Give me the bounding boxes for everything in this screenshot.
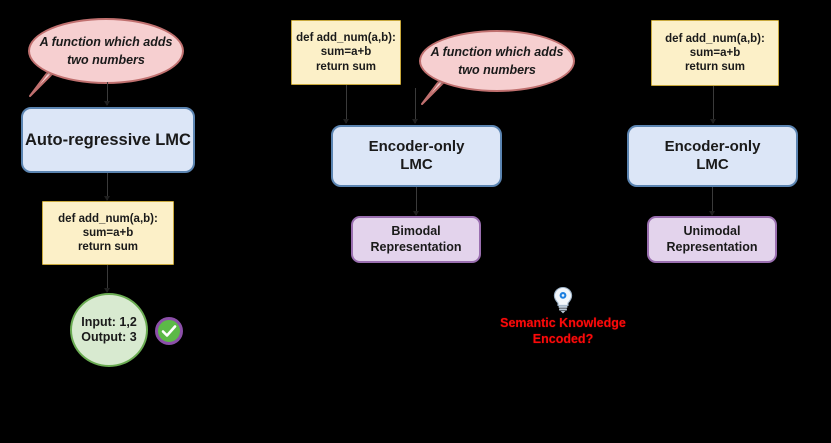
code-line-2: sum=a+b [320, 46, 372, 59]
arrowhead-left-model-top [104, 101, 110, 106]
model-label-line-1: Encoder-only [368, 137, 465, 155]
code-line-1: def add_num(a,b): [58, 212, 158, 225]
code-line-1: def add_num(a,b): [665, 32, 765, 45]
connector-left-model-to-code [107, 173, 108, 200]
speech-bubble-left: A function which adds two numbers [28, 18, 184, 97]
representation-box-bimodal: Bimodal Representation [351, 216, 481, 263]
code-line-2: sum=a+b [689, 46, 741, 59]
code-line-1: def add_num(a,b): [296, 32, 396, 45]
io-ellipse-left: Input: 1,2 Output: 3 [70, 293, 148, 367]
question-line-1: Semantic Knowledge [500, 316, 626, 330]
model-label-line-2: LMC [400, 156, 433, 173]
model-label-line-1: Encoder-only [664, 137, 761, 155]
code-line-3: return sum [77, 241, 139, 253]
lightbulb-icon [552, 286, 574, 319]
connector-middle-bubble-to-model [415, 88, 416, 123]
bubble-line-1: A function which adds [39, 34, 173, 49]
model-label-line-2: LMC [696, 156, 729, 173]
arrowhead-middle-model-top-left [343, 119, 349, 124]
arrowhead-middle-model-top-right [412, 119, 418, 124]
arrowhead-left-code-top [104, 196, 110, 201]
model-box-auto-regressive-label: Auto-regressive LMC [25, 130, 191, 149]
connector-left-code-to-io [107, 265, 108, 292]
rep-line-1: Bimodal [391, 224, 441, 239]
representation-box-unimodal: Unimodal Representation [647, 216, 777, 263]
connector-left-bubble-to-model [107, 82, 108, 105]
connector-middle-code-to-model [346, 85, 347, 123]
check-circle-icon [155, 317, 183, 345]
bubble-line-2: two numbers [67, 53, 145, 67]
rep-line-2: Representation [666, 239, 758, 254]
speech-bubble-middle-text: A function which adds two numbers [419, 30, 575, 92]
arrowhead-left-io-top [104, 288, 110, 293]
code-box-middle: def add_num(a,b): sum=a+b return sum [291, 20, 401, 85]
code-box-right: def add_num(a,b): sum=a+b return sum [651, 20, 779, 86]
code-box-left: def add_num(a,b): sum=a+b return sum [42, 201, 174, 265]
question-semantic-knowledge: Semantic Knowledge Encoded? [478, 316, 648, 347]
code-line-3: return sum [684, 61, 746, 73]
io-input-line: Input: 1,2 [81, 314, 137, 329]
speech-bubble-left-text: A function which adds two numbers [28, 18, 184, 84]
model-box-auto-regressive: Auto-regressive LMC [21, 107, 195, 173]
connector-middle-model-to-rep [416, 187, 417, 215]
model-box-encoder-middle: Encoder-only LMC [331, 125, 502, 187]
rep-line-1: Unimodal [683, 224, 741, 239]
arrowhead-right-rep-top [709, 211, 715, 216]
connector-right-code-to-model [713, 86, 714, 123]
rep-line-2: Representation [370, 239, 462, 254]
bubble-line-2: two numbers [458, 63, 536, 77]
arrowhead-right-model-top [710, 119, 716, 124]
code-line-3: return sum [315, 60, 377, 73]
bubble-line-1: A function which adds [430, 44, 564, 59]
arrowhead-middle-rep-top [413, 211, 419, 216]
code-line-2: sum=a+b [82, 226, 134, 239]
connector-right-model-to-rep [712, 187, 713, 215]
model-box-encoder-right: Encoder-only LMC [627, 125, 798, 187]
question-line-2: Encoded? [532, 331, 594, 346]
io-output-line: Output: 3 [81, 330, 137, 344]
speech-bubble-middle: A function which adds two numbers [419, 30, 575, 105]
